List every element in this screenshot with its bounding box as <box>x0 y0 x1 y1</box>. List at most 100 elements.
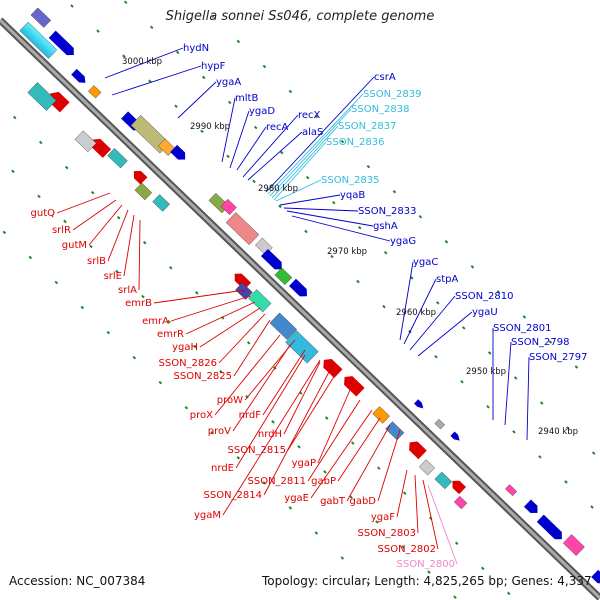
tick-label: 2960 kbp <box>396 308 436 318</box>
gene-label: ygaF <box>371 512 395 523</box>
grid-dot <box>184 405 189 410</box>
gene-label: ygaH <box>172 342 198 353</box>
feature-block <box>19 21 58 59</box>
leader-line <box>399 261 414 341</box>
grid-dot <box>201 75 206 80</box>
feature-arrow <box>133 171 148 185</box>
leader-line <box>153 289 246 304</box>
feature-block <box>220 198 237 215</box>
grid-dot <box>2 230 7 235</box>
feature-block <box>434 471 453 490</box>
feature-arrow <box>48 30 74 56</box>
grid-dot <box>200 129 204 134</box>
gene-label: SSON_2811 <box>248 476 307 487</box>
gene-label: gutM <box>62 240 87 251</box>
feature-block <box>30 7 52 28</box>
grid-dot <box>158 380 163 385</box>
gene-label: ygaE <box>284 493 309 504</box>
gene-label: SSON_2801 <box>493 323 552 334</box>
grid-dot <box>314 114 319 119</box>
leader-line <box>107 209 129 262</box>
feature-block <box>74 130 97 153</box>
feature-arrow <box>289 278 307 297</box>
gene-label: ygaD <box>249 106 275 117</box>
grid-dot <box>226 154 230 159</box>
grid-dot <box>96 29 100 33</box>
gene-label: mltB <box>235 93 258 104</box>
grid-dot <box>115 269 119 274</box>
grid-dot <box>538 455 542 459</box>
feature-block <box>453 495 468 510</box>
grid-dot <box>236 456 241 460</box>
grid-dot <box>278 204 282 209</box>
grid-dot <box>116 215 121 220</box>
gene-label: nrdH <box>258 429 282 440</box>
grid-dot <box>548 340 553 344</box>
gene-label: gshA <box>373 221 398 232</box>
gene-label: recX <box>298 110 321 121</box>
grid-dot <box>434 354 438 359</box>
gene-label: stpA <box>436 274 458 285</box>
gene-label: SSON_2836 <box>326 137 385 148</box>
grid-dot <box>460 379 464 384</box>
grid-dot <box>323 470 327 474</box>
leader-line <box>286 210 374 227</box>
leader-line <box>279 194 341 206</box>
grid-dot <box>574 365 579 369</box>
grid-dot <box>401 545 405 549</box>
grid-dot <box>486 405 490 409</box>
gene-label: emrR <box>157 329 184 340</box>
leader-line <box>262 349 306 416</box>
grid-dot <box>340 556 345 560</box>
leader-line <box>263 369 331 496</box>
grid-dot <box>167 319 171 324</box>
grid-dot <box>506 591 511 596</box>
grid-dot <box>37 194 41 199</box>
leader-line <box>104 47 184 79</box>
tick-label: 3000 kbp <box>122 57 162 67</box>
grid-dot <box>565 426 570 430</box>
grid-dot <box>271 420 275 424</box>
gene-label: SSON_2837 <box>338 121 397 132</box>
leader-line <box>242 114 299 178</box>
leader-line <box>337 417 381 482</box>
leader-line <box>177 81 217 119</box>
grid-dot <box>227 100 232 105</box>
grid-dot <box>90 190 95 195</box>
grid-dot <box>246 341 251 345</box>
gene-label: gabT <box>320 496 346 507</box>
leader-line <box>504 341 512 426</box>
gene-label: SSON_2826 <box>159 358 218 369</box>
grid-dot <box>262 64 267 69</box>
leader-line <box>138 219 141 291</box>
leader-line <box>218 313 266 364</box>
gene-label: SSON_2839 <box>363 89 422 100</box>
tick-labels: 3000 kbp 2990 kbp 2980 kbp 2970 kbp 2960… <box>122 57 578 437</box>
gene-label: proW <box>217 395 243 406</box>
grid-dot <box>340 139 345 144</box>
leader-line <box>427 484 458 565</box>
gene-label: gabD <box>349 496 376 507</box>
leader-line <box>269 108 352 197</box>
grid-dot <box>142 240 147 245</box>
gene-label: emrB <box>125 298 152 309</box>
grid-dot <box>350 441 355 445</box>
gene-label: csrA <box>374 72 396 83</box>
grid-dot <box>262 481 267 485</box>
feature-arrow <box>591 569 600 584</box>
grid-dot <box>487 351 492 355</box>
gene-label: SSON_2802 <box>378 544 437 555</box>
forward-gene-labels: hydN hypF ygaA mltB ygaD recA recX alaS … <box>183 43 588 363</box>
gene-label: SSON_2810 <box>455 291 514 302</box>
feature-block <box>418 459 436 476</box>
gene-label: nrdE <box>211 463 234 474</box>
grid-dot <box>12 115 17 120</box>
gene-label: ygaU <box>472 307 498 318</box>
leader-line <box>214 334 281 416</box>
gene-label: SSON_2838 <box>351 104 410 115</box>
grid-dot <box>193 344 197 349</box>
feature-block <box>248 289 272 313</box>
grid-dot <box>28 255 33 260</box>
gene-label: alaS <box>302 127 323 138</box>
accession-label: Accession: NC_007384 <box>9 574 146 588</box>
